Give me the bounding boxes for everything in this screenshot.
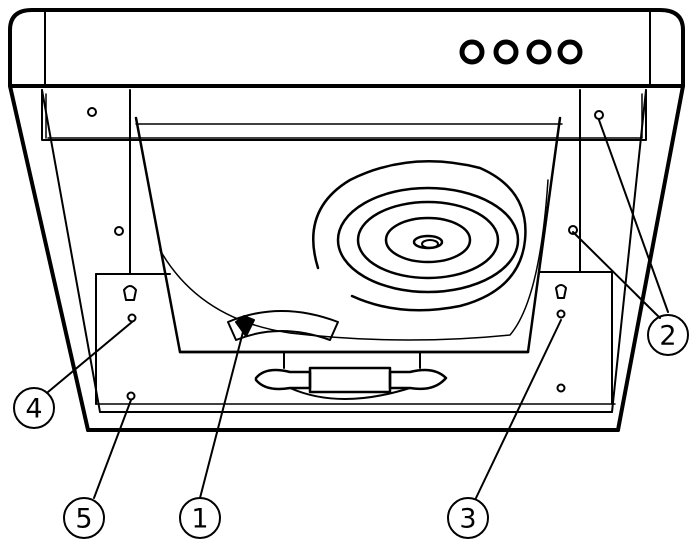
control-button-3[interactable] [526, 39, 552, 65]
callout-4: 4 [13, 387, 55, 429]
control-button-4[interactable] [557, 39, 583, 65]
callout-1-label: 1 [191, 504, 208, 535]
callout-5-label: 5 [75, 504, 92, 535]
mount-hole-right-mid [568, 225, 578, 235]
leader-lines [47, 119, 669, 499]
fan-spiral [311, 160, 527, 312]
fan-hub [421, 239, 439, 249]
callouts: 1 2 3 4 5 [13, 314, 689, 539]
leader-5 [93, 399, 132, 499]
leader-2b [572, 231, 661, 319]
callout-5: 5 [63, 497, 105, 539]
mount-hole-right-lower [556, 383, 566, 393]
mount-hole-4 [127, 313, 137, 323]
mount-hole-right-upper [594, 110, 604, 120]
keyhole-slot-left [123, 285, 137, 301]
mount-hole-left-mid [114, 226, 124, 236]
left-bracket [87, 89, 171, 405]
callout-2: 2 [647, 314, 689, 356]
leader-3 [475, 319, 562, 499]
hood-shell [8, 84, 685, 432]
control-button-1[interactable] [459, 39, 485, 65]
leader-4 [47, 321, 133, 393]
callout-2-label: 2 [659, 321, 676, 352]
control-button-2[interactable] [493, 39, 519, 65]
right-bracket [539, 89, 613, 405]
keyhole-slot-right [555, 284, 567, 299]
callout-4-label: 4 [25, 394, 42, 425]
callout-3-label: 3 [459, 504, 476, 535]
leader-1 [199, 327, 245, 499]
mount-hole-5 [126, 391, 136, 401]
control-buttons [459, 39, 583, 65]
mount-hole-3 [556, 309, 566, 319]
callout-1: 1 [179, 497, 221, 539]
callout-3: 3 [447, 497, 489, 539]
control-panel [8, 8, 685, 88]
leader-2a [598, 119, 669, 313]
mount-hole-left-upper [87, 107, 97, 117]
handle[interactable] [254, 351, 448, 400]
